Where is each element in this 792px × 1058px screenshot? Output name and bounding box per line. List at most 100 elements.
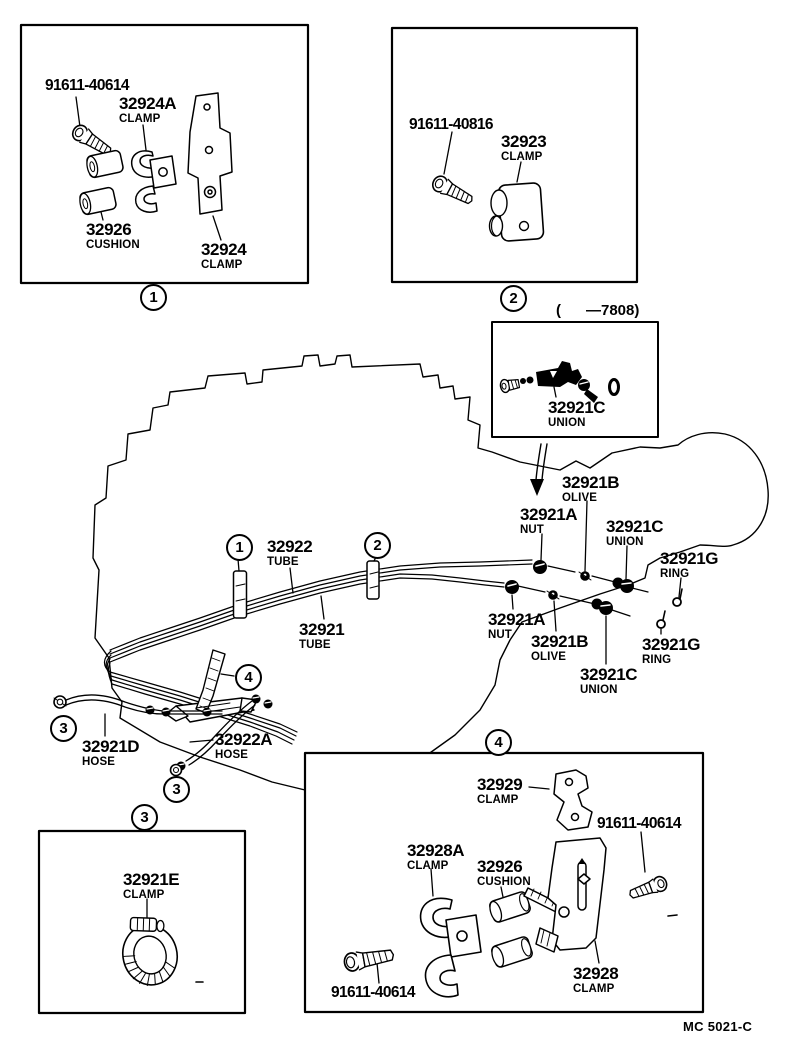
box1-clamp-bracket-drawing — [187, 92, 233, 215]
part-label-32921d: 32921D HOSE — [82, 737, 140, 769]
part-number: 32924A — [119, 94, 177, 113]
part-label-32928a: 32928A CLAMP — [407, 841, 465, 873]
inset-box-1 — [19, 23, 310, 285]
part-label-32922: 32922 TUBE — [267, 537, 313, 569]
part-number: 32921A — [520, 505, 578, 524]
part-label-32921a-lower: 32921A NUT — [488, 610, 546, 642]
part-number: 32921B — [531, 632, 589, 651]
part-name: TUBE — [299, 639, 331, 651]
hose-d-drawing — [65, 694, 223, 715]
box4-clamp-bracket-drawing — [523, 837, 607, 953]
part-number: 32921A — [488, 610, 546, 629]
callout-3-box3: 3 — [131, 804, 158, 831]
part-name: RING — [642, 654, 672, 666]
callout-1-main: 1 — [226, 534, 253, 561]
part-label-32921b-upper: 32921B OLIVE — [562, 473, 620, 505]
part-label-91611-40614-box4-right: 91611-40614 — [597, 815, 682, 832]
callout-3-hose-left: 3 — [50, 715, 77, 742]
part-name: CLAMP — [573, 983, 615, 995]
part-number: 32926 — [477, 857, 523, 876]
part-name: CLAMP — [201, 259, 243, 271]
part-label-32921: 32921 TUBE — [299, 621, 345, 652]
box4-bolt-left-drawing — [343, 949, 395, 972]
part-number: 32921E — [123, 870, 180, 889]
part-number: 32922 — [267, 537, 313, 556]
part-name: CLAMP — [477, 794, 519, 806]
part-number: 32923 — [501, 132, 547, 151]
part-label-32921c-upper: 32921C UNION — [606, 517, 664, 549]
callout-3-hose-right: 3 — [163, 776, 190, 803]
olive-lower-drawing — [546, 590, 560, 600]
part-number: 32928A — [407, 841, 465, 860]
nut-lower-drawing — [505, 580, 519, 594]
union-inset-caption: ( —7808) — [556, 302, 640, 319]
callout-4-main: 4 — [235, 664, 262, 691]
part-number: 32929 — [477, 775, 523, 794]
union-lower-drawing — [591, 598, 613, 615]
part-name: CLAMP — [123, 889, 165, 901]
part-number: 32926 — [86, 220, 132, 239]
part-label-32926-box1: 32926 CUSHION — [86, 221, 140, 252]
callout-4-box4: 4 — [485, 729, 512, 756]
box4-clamp-top-drawing — [553, 769, 593, 831]
bracket-4-drawing — [165, 649, 258, 723]
box2-clamp-drawing — [488, 182, 545, 242]
part-name: CUSHION — [86, 239, 140, 251]
part-name: OLIVE — [531, 651, 567, 663]
tube-clamp-2-drawing — [366, 560, 380, 600]
part-label-32921g-upper: 32921G RING — [660, 549, 719, 581]
part-name: TUBE — [267, 556, 299, 568]
part-number: 32921C — [580, 665, 638, 684]
part-number: 32921G — [660, 549, 719, 568]
union-upper-drawing — [612, 577, 634, 593]
box1-cushion-1-drawing — [86, 149, 124, 179]
part-label-32923: 32923 CLAMP — [501, 132, 547, 164]
hose-a-drawing — [185, 700, 256, 766]
olive-upper-drawing — [578, 571, 592, 581]
part-number: 32921B — [562, 473, 620, 492]
part-number: 91611-40614 — [331, 984, 416, 1001]
callout-2-main: 2 — [364, 532, 391, 559]
part-name: HOSE — [215, 749, 248, 761]
part-name: NUT — [520, 524, 544, 536]
part-label-32924a: 32924A CLAMP — [119, 94, 177, 126]
part-number: 32921C — [548, 398, 606, 417]
part-label-91611-40614-box4-left: 91611-40614 — [331, 984, 416, 1001]
box4-clamp-large-drawing — [419, 897, 482, 998]
hose-d-fittings — [145, 705, 212, 717]
inset-box-2 — [390, 26, 639, 284]
ring-lower-drawing — [656, 610, 666, 629]
part-number: 91611-40614 — [597, 815, 682, 832]
part-label-32921c-inset: 32921C UNION — [548, 398, 606, 430]
part-number: 91611-40614 — [45, 77, 130, 94]
part-label-91611-40614-box1: 91611-40614 — [45, 77, 130, 94]
part-number: 32922A — [215, 730, 273, 749]
print-dashes — [195, 914, 678, 983]
part-name: CUSHION — [477, 876, 531, 888]
part-name: UNION — [580, 684, 618, 696]
part-label-32924: 32924 CLAMP — [201, 240, 247, 272]
part-number: 32924 — [201, 240, 247, 259]
part-label-32926-box4: 32926 CUSHION — [477, 858, 531, 889]
part-name: CLAMP — [119, 113, 161, 125]
part-number: 32921C — [606, 517, 664, 536]
part-name: OLIVE — [562, 492, 598, 504]
box1-cushion-2-drawing — [79, 186, 117, 216]
nut-upper-drawing — [533, 560, 547, 574]
part-label-32921e: 32921E CLAMP — [123, 870, 180, 902]
callout-2-box2: 2 — [500, 285, 527, 312]
part-label-32921c-lower: 32921C UNION — [580, 665, 638, 697]
part-label-32928: 32928 CLAMP — [573, 964, 619, 996]
part-name: UNION — [548, 417, 586, 429]
part-name: CLAMP — [501, 151, 543, 163]
callout-1-box1: 1 — [140, 284, 167, 311]
part-number: 32921D — [82, 737, 140, 756]
hose-d-bolt — [53, 695, 67, 709]
part-label-32921g-lower: 32921G RING — [642, 636, 701, 667]
union-inset-drawing — [499, 361, 620, 403]
part-number: 32928 — [573, 964, 619, 983]
page-code: MC 5021-C — [683, 1019, 753, 1034]
part-name: HOSE — [82, 756, 115, 768]
